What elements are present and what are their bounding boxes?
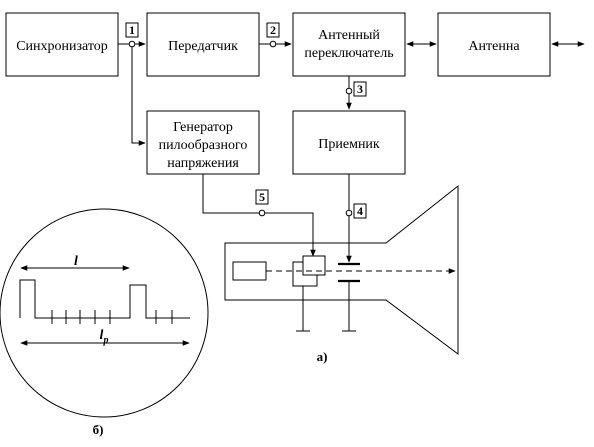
- sync-block: Синхронизатор: [5, 12, 119, 77]
- electron-gun: [232, 261, 267, 281]
- caption-b: б): [93, 422, 104, 437]
- test-points: [128, 40, 353, 217]
- point-label-2: 2: [266, 22, 280, 38]
- svg-text:4: 4: [357, 204, 363, 218]
- transmitter-block: Передатчик: [146, 12, 260, 77]
- deflection-plate-right: [302, 255, 326, 276]
- point-label-1: 1: [125, 22, 139, 38]
- svg-text:1: 1: [129, 23, 135, 37]
- antenna-switch-label-2: переключатель: [304, 46, 393, 61]
- lr-label: lр: [100, 328, 109, 346]
- range-marks: [51, 310, 173, 324]
- receiver-block: Приемник: [292, 110, 406, 175]
- point-label-3: 3: [353, 81, 367, 97]
- antenna-switch-block: Антенный переключатель: [292, 12, 406, 77]
- antenna-switch-label-1: Антенный: [318, 28, 380, 43]
- sync-label: Синхронизатор: [16, 39, 108, 54]
- sawtooth-generator-block: Генератор пилообразного напряжения: [146, 110, 260, 175]
- caption-a: а): [317, 349, 328, 364]
- svg-text:5: 5: [259, 190, 265, 204]
- point-label-5: 5: [255, 189, 269, 205]
- l-label: l: [74, 254, 78, 269]
- svg-text:3: 3: [357, 82, 363, 96]
- scope-screen: l lр: [0, 208, 209, 418]
- antenna-block: Антенна: [437, 12, 551, 77]
- svg-text:2: 2: [270, 23, 276, 37]
- point-label-4: 4: [353, 203, 367, 219]
- generator-label-3: напряжения: [167, 156, 239, 171]
- transmitter-label: Передатчик: [168, 39, 238, 54]
- antenna-label: Антенна: [468, 39, 520, 54]
- connection-lines: [118, 41, 585, 263]
- generator-label-2: пилообразного: [159, 138, 248, 153]
- generator-label-1: Генератор: [173, 120, 233, 135]
- receiver-label: Приемник: [318, 137, 380, 152]
- crt-tube: [224, 184, 459, 355]
